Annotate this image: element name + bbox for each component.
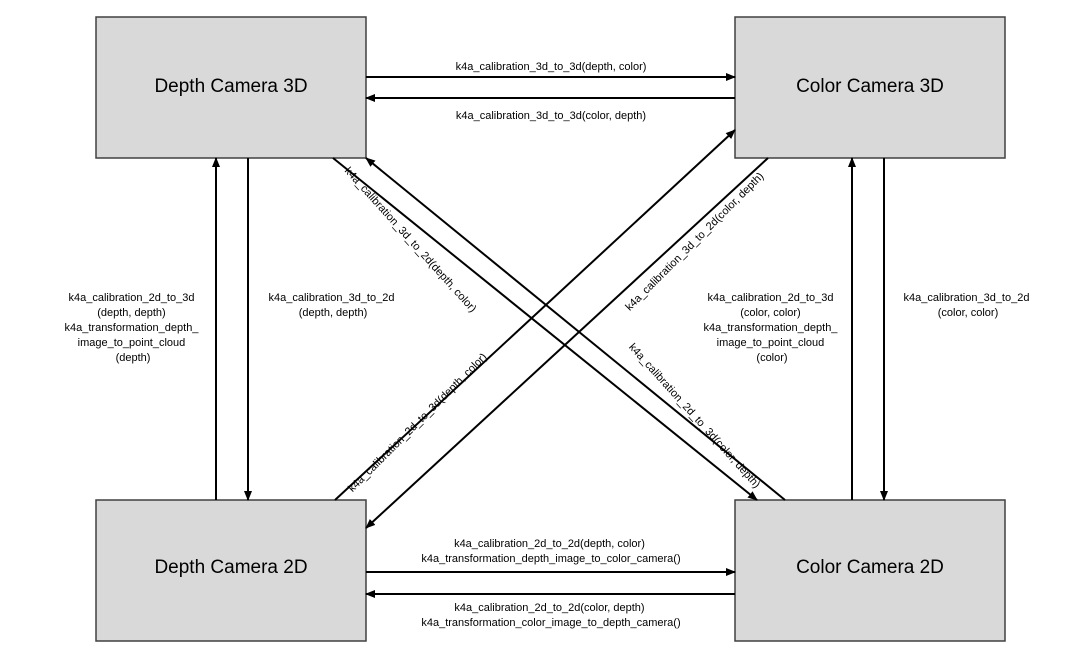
- edge-label-color2d-to-depth3d: k4a_calibration_2d_to_3d(color, depth): [626, 341, 762, 490]
- node-label: Depth Camera 3D: [154, 76, 307, 97]
- edge-label-depth3d-to-depth2d: k4a_calibration_3d_to_2d (depth, depth): [268, 292, 397, 319]
- edge-label-color2d-to-color3d: k4a_calibration_2d_to_3d (color, color) …: [704, 292, 841, 364]
- edge-label-line: k4a_calibration_3d_to_2d: [268, 292, 394, 304]
- edge-label-line: k4a_transformation_color_image_to_depth_…: [421, 617, 680, 629]
- node-depth-camera-3d: Depth Camera 3D: [95, 16, 367, 159]
- edge-label-line: (depth): [116, 352, 151, 364]
- edge-label-line: (color, color): [938, 307, 999, 319]
- edge-label-line: image_to_point_cloud: [717, 337, 825, 349]
- edge-label-color3d-to-color2d: k4a_calibration_3d_to_2d (color, color): [903, 292, 1032, 319]
- edge-label-depth2d-to-color3d: k4a_calibration_2d_to_3d(depth, color): [346, 351, 489, 494]
- node-color-camera-3d: Color Camera 3D: [734, 16, 1006, 159]
- node-label: Depth Camera 2D: [154, 557, 307, 578]
- edge-label-line: k4a_transformation_depth_image_to_color_…: [421, 553, 680, 565]
- edge-label-depth2d-to-depth3d: k4a_calibration_2d_to_3d (depth, depth) …: [65, 292, 202, 364]
- edge-label-color2d-to-depth2d: k4a_calibration_2d_to_2d(color, depth) k…: [421, 602, 680, 629]
- edge-label-depth2d-to-color2d: k4a_calibration_2d_to_2d(depth, color) k…: [421, 538, 680, 565]
- edge-label-line: (color): [756, 352, 787, 364]
- edge-label-color3d-to-depth3d: k4a_calibration_3d_to_3d(color, depth): [456, 110, 646, 122]
- node-color-camera-2d: Color Camera 2D: [734, 499, 1006, 642]
- edge-label-line: (depth, depth): [299, 307, 368, 319]
- edge-label-line: k4a_calibration_2d_to_3d: [68, 292, 194, 304]
- edge-depth3d-to-color2d: [332, 157, 758, 501]
- edge-label-line: (depth, depth): [97, 307, 166, 319]
- edge-color2d-to-depth3d: [365, 157, 786, 501]
- edge-label-line: k4a_transformation_depth_: [65, 322, 200, 334]
- edge-label-line: k4a_transformation_depth_: [704, 322, 839, 334]
- node-depth-camera-2d: Depth Camera 2D: [95, 499, 367, 642]
- edge-color3d-to-depth2d: [365, 157, 769, 529]
- edge-label-line: image_to_point_cloud: [78, 337, 186, 349]
- edge-depth2d-to-color3d: [334, 129, 736, 501]
- edge-label-depth3d-to-color3d: k4a_calibration_3d_to_3d(depth, color): [456, 61, 647, 73]
- node-label: Color Camera 2D: [796, 557, 944, 578]
- edge-label-line: k4a_calibration_2d_to_2d(depth, color): [454, 538, 645, 550]
- edge-label-line: (color, color): [740, 307, 801, 319]
- node-label: Color Camera 3D: [796, 76, 944, 97]
- edge-label-line: k4a_calibration_2d_to_3d: [707, 292, 833, 304]
- edge-label-line: k4a_calibration_2d_to_2d(color, depth): [454, 602, 644, 614]
- edge-label-line: k4a_calibration_3d_to_2d: [903, 292, 1029, 304]
